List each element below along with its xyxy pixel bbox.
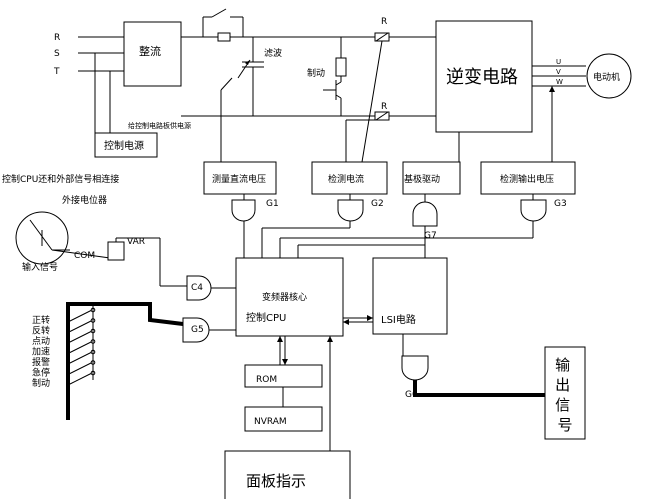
cpu-block: 变频器核心 控制CPU xyxy=(235,257,344,337)
detection-blocks: 测量直流电压 检测电流 基极驱动 检测输出电压 xyxy=(203,161,576,195)
brake-circuit: 制动 xyxy=(307,37,347,116)
power-input-lines: R S T xyxy=(53,33,124,133)
sense-wiring xyxy=(220,40,555,163)
switch-label: 正转 xyxy=(32,314,50,326)
motor-icon xyxy=(586,53,632,99)
gate-g5-label: G5 xyxy=(191,325,204,335)
switch-contact xyxy=(67,330,93,344)
base-drive-label: 基极驱动 xyxy=(404,173,440,185)
memory-blocks: ROM NVRAM xyxy=(244,336,323,432)
switch-contact xyxy=(67,341,93,354)
switch-contact xyxy=(67,320,93,333)
motor-label: 电动机 xyxy=(593,71,620,83)
rectifier-block: 整流 xyxy=(123,21,182,87)
lsi-block: LSI电路 xyxy=(372,245,448,335)
inverter-core-label: 变频器核心 xyxy=(262,291,307,303)
phase-r-label: R xyxy=(54,33,60,43)
switch-label: 制动 xyxy=(32,377,50,389)
output-gate: G6 xyxy=(401,334,545,400)
filter-label: 滤波 xyxy=(264,47,282,59)
switch-contact xyxy=(67,351,93,365)
switch-label: 报警 xyxy=(32,356,50,368)
cpu-external-note: 控制CPU还和外部信号相连接 xyxy=(2,173,119,185)
inverter-label: 逆变电路 xyxy=(446,67,518,88)
switch-label: 反转 xyxy=(32,325,50,337)
gate-to-cpu-wiring xyxy=(243,221,534,258)
switch-contact xyxy=(67,372,93,386)
phase-s-label: S xyxy=(54,49,60,59)
switch-label: 点动 xyxy=(32,336,50,347)
gates-top: G1 G2 G3 G7 xyxy=(231,194,567,241)
filter-capacitor: 滤波 xyxy=(237,37,282,116)
inverter-block: 逆变电路 xyxy=(435,20,533,133)
potentiometer-label: 外接电位器 xyxy=(62,194,107,206)
gate-g3-label: G3 xyxy=(554,199,567,209)
gate-g6-label: G6 xyxy=(405,390,418,400)
motor-section: U V W 电动机 xyxy=(532,53,632,99)
phase-v-label: V xyxy=(556,68,561,76)
phase-u-label: U xyxy=(556,58,561,66)
panel-label: 面板指示 xyxy=(246,472,306,490)
dc-bus xyxy=(181,8,436,117)
com-label: COM xyxy=(74,251,95,261)
cpu-lsi-link xyxy=(343,315,373,325)
var-label: VAR xyxy=(127,237,145,247)
output-voltage-detect-label: 检测输出电压 xyxy=(500,173,554,185)
gate-g1-label: G1 xyxy=(266,199,279,209)
switch-label: 加速 xyxy=(32,347,50,358)
external-potentiometer: 控制CPU还和外部信号相连接 外接电位器 COM 输入信号 VAR xyxy=(2,173,187,287)
gate-g7-label: G7 xyxy=(424,231,437,241)
control-power-section: 给控制电路板供电源 控制电源 xyxy=(94,121,191,158)
phase-t-label: T xyxy=(53,67,60,77)
nvram-label: NVRAM xyxy=(254,417,287,427)
output-signal-block: 输 出 信 号 xyxy=(544,346,586,440)
switch-contact xyxy=(67,362,93,375)
control-power-label: 控制电源 xyxy=(104,139,144,152)
current-detect-label: 检测电流 xyxy=(328,173,364,185)
brake-label: 制动 xyxy=(307,67,325,79)
switch-contact xyxy=(67,309,93,323)
lsi-label: LSI电路 xyxy=(381,313,416,326)
gate-g2-label: G2 xyxy=(371,199,384,209)
input-signal-label: 输入信号 xyxy=(22,261,58,273)
sense-resistors: R R xyxy=(374,17,390,121)
rectifier-label: 整流 xyxy=(139,44,161,58)
resistor-top-label: R xyxy=(381,17,387,27)
switch-contacts xyxy=(67,304,96,386)
power-supply-note: 给控制电路板供电源 xyxy=(128,121,191,130)
cpu-label: 控制CPU xyxy=(246,311,286,324)
rom-label: ROM xyxy=(256,375,277,385)
resistor-bottom-label: R xyxy=(381,102,387,112)
gates-left: C4 G5 xyxy=(182,275,236,343)
phase-w-label: W xyxy=(556,78,563,86)
dc-voltage-measure-label: 测量直流电压 xyxy=(212,173,266,185)
gate-c4-label: C4 xyxy=(191,283,203,293)
switch-label: 急停 xyxy=(32,367,50,379)
output-signal-label: 输 出 信 号 xyxy=(555,356,575,434)
panel-block: 面板指示 xyxy=(224,336,351,499)
